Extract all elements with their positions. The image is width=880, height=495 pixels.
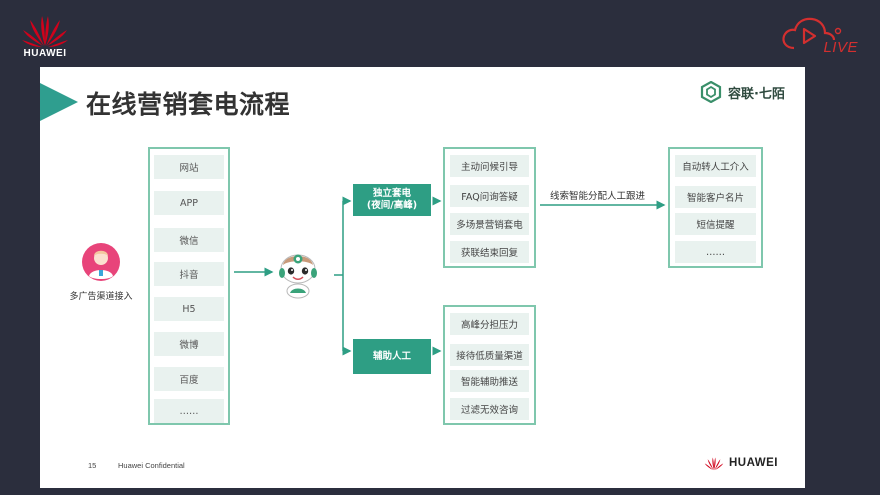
partner-logo: 容联·七陌 [700, 81, 785, 103]
outcome-list: 自动转人工介入 智能客户名片 短信提醒 …… [668, 147, 763, 268]
task-item: FAQ问询答疑 [450, 185, 529, 207]
task-item: 过滤无效咨询 [450, 398, 529, 420]
huawei-logo-text: HUAWEI [23, 48, 67, 59]
title-arrow-icon [40, 83, 78, 121]
independent-task-list: 主动问候引导 FAQ问询答疑 多场景营销套电 获联结束回复 [443, 147, 536, 268]
outcome-item: 短信提醒 [675, 213, 756, 235]
task-item: 获联结束回复 [450, 241, 529, 263]
channel-item: H5 [154, 297, 224, 321]
slide: 在线营销套电流程 容联·七陌 多广告渠道接入 网站 APP [40, 67, 805, 488]
channel-item: 百度 [154, 367, 224, 391]
task-item: 高峰分担压力 [450, 313, 529, 335]
huawei-logo: HUAWEI [20, 10, 70, 60]
branch-tag-subtitle: (夜间/高峰) [366, 200, 418, 211]
handoff-label: 线索智能分配人工跟进 [550, 191, 646, 202]
footer-brand-name: HUAWEI [729, 457, 778, 469]
channel-item: APP [154, 191, 224, 215]
outcome-item: 自动转人工介入 [675, 155, 756, 177]
confidentiality-label: Huawei Confidential [118, 461, 185, 470]
branch-tag-title: 辅助人工 [372, 350, 411, 362]
live-badge: LIVE [780, 14, 860, 58]
channel-item: 网站 [154, 155, 224, 179]
slide-title: 在线营销套电流程 [86, 90, 291, 119]
partner-mark-icon [700, 81, 722, 103]
branch-tag-independent: 独立套电 (夜间/高峰) [353, 184, 431, 216]
page-number: 15 [88, 461, 97, 470]
channel-item: 微博 [154, 332, 224, 356]
channel-item: …… [154, 399, 224, 423]
task-item: 接待低质量渠道 [450, 344, 529, 366]
channel-item: 抖音 [154, 262, 224, 286]
footer-huawei-logo: HUAWEI [703, 455, 778, 471]
channel-item: 微信 [154, 228, 224, 252]
task-item: 智能辅助推送 [450, 370, 529, 392]
task-item: 主动问候引导 [450, 155, 529, 177]
outcome-item: …… [675, 241, 756, 263]
cloud-play-icon [782, 17, 842, 50]
huawei-flower-icon [22, 16, 68, 47]
source-label: 多广告渠道接入 [69, 292, 133, 302]
task-item: 多场景营销套电 [450, 213, 529, 235]
outcome-item: 智能客户名片 [675, 186, 756, 208]
customer-avatar-icon [82, 243, 120, 281]
branch-tag-title: 独立套电 [372, 188, 411, 199]
branch-tag-assist: 辅助人工 [353, 339, 431, 374]
chatbot-robot-icon [279, 254, 317, 299]
huawei-flower-icon [704, 457, 724, 471]
live-label: LIVE [823, 39, 858, 56]
partner-name: 容联·七陌 [728, 86, 785, 102]
assist-task-list: 高峰分担压力 接待低质量渠道 智能辅助推送 过滤无效咨询 [443, 305, 536, 425]
channel-list: 网站 APP 微信 抖音 H5 微博 百度 …… [148, 147, 230, 425]
